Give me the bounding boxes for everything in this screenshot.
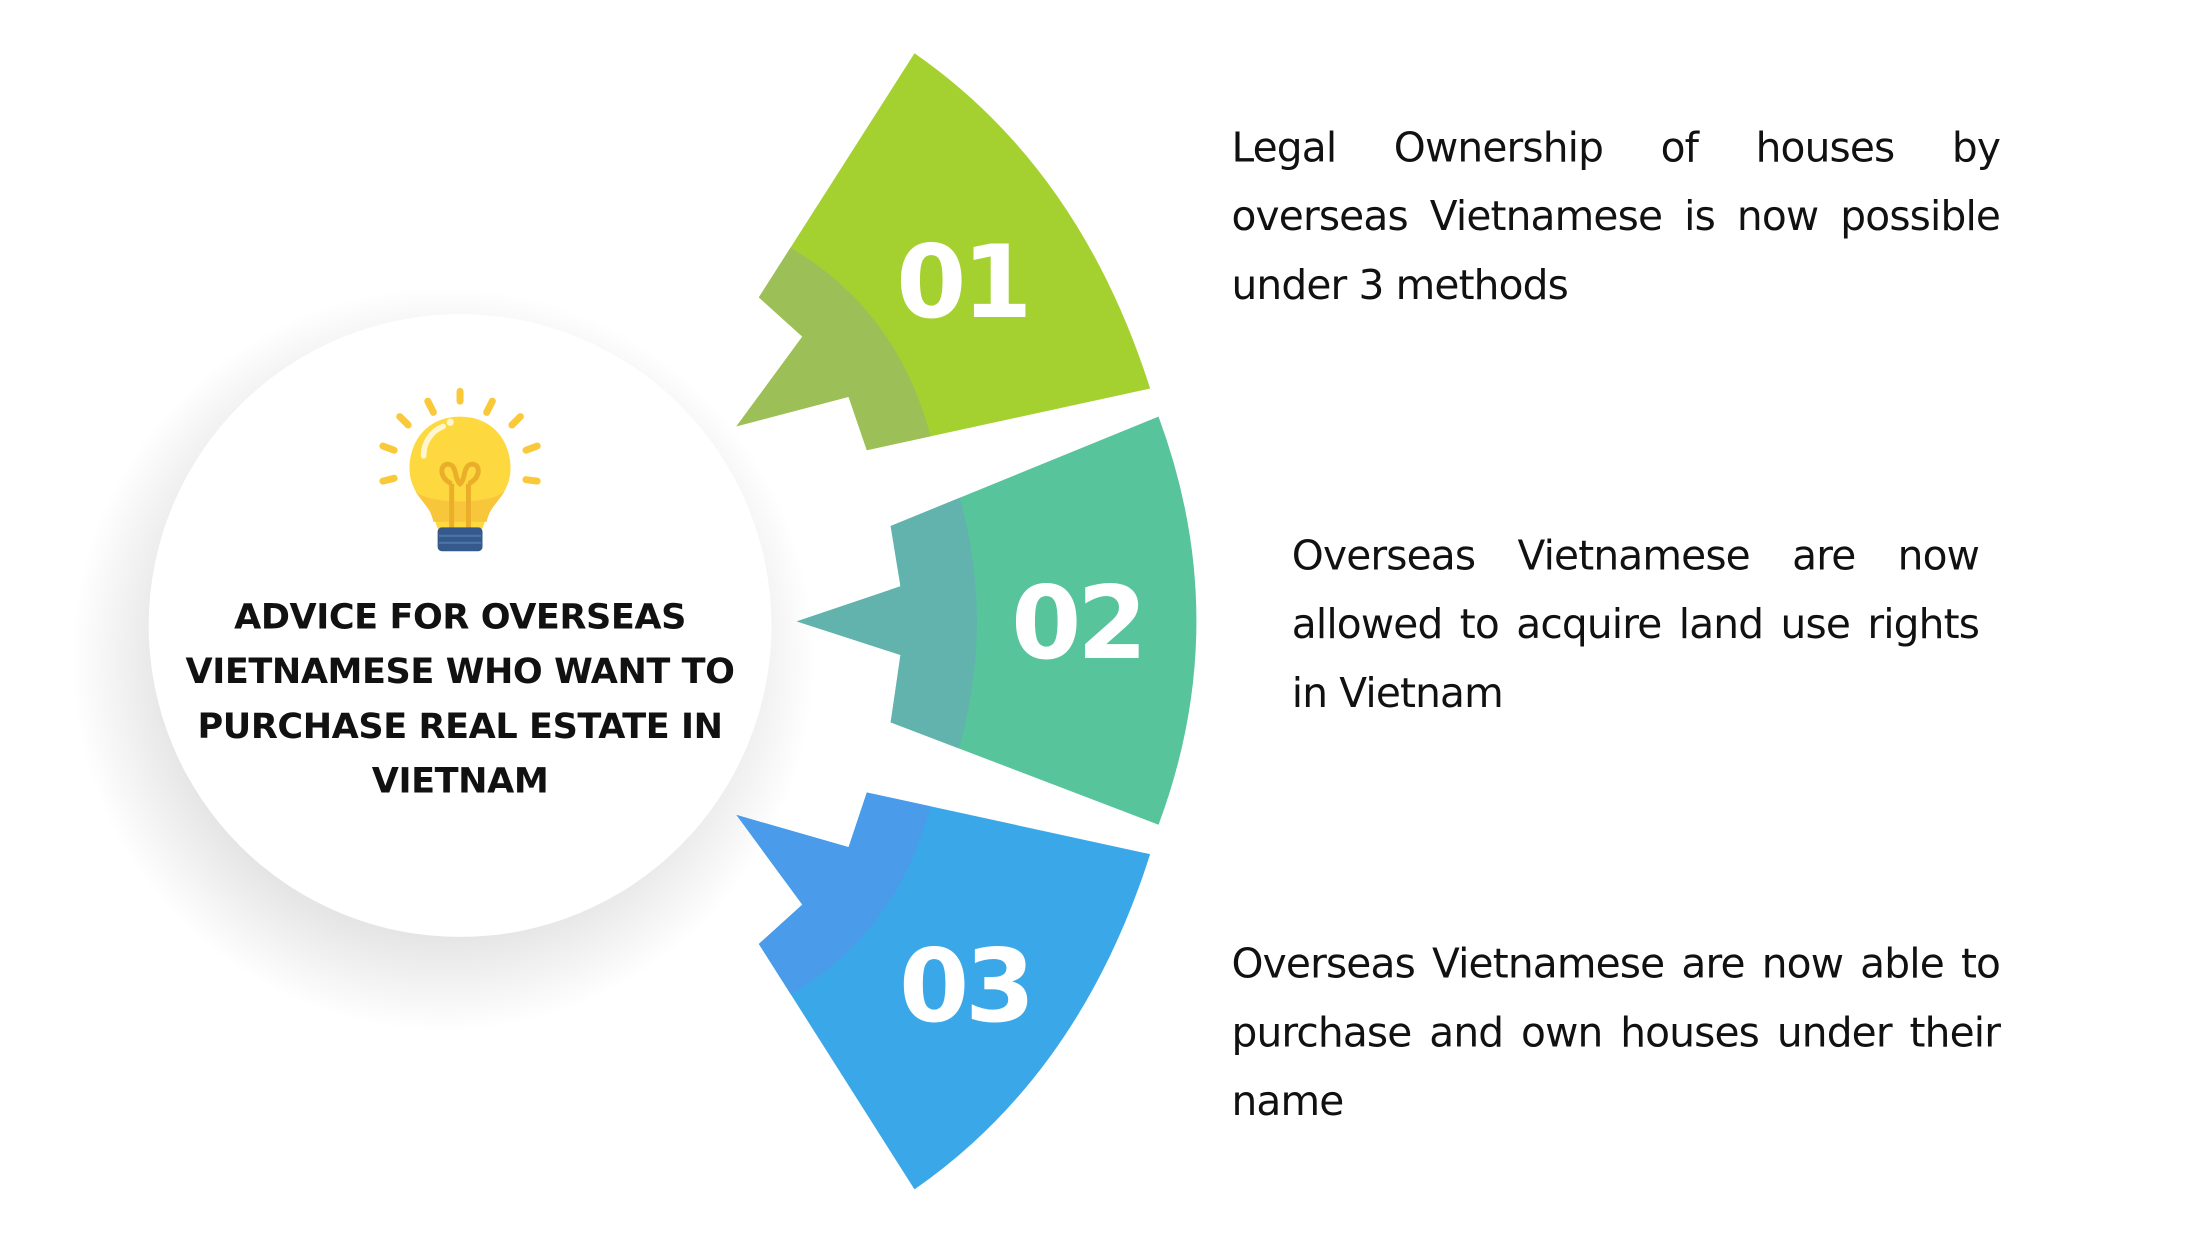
step-03-segment: 03	[736, 792, 1151, 1190]
lightbulb-icon	[379, 387, 541, 552]
step-01-segment: 01	[736, 53, 1151, 451]
step-02-description: Overseas Vietnamese are now allowed to a…	[1291, 531, 1980, 717]
step-01-description: Legal Ownership of houses by overseas Vi…	[1231, 123, 2001, 309]
step-01-number: 01	[896, 223, 1028, 341]
infographic-title: ADVICE FOR OVERSEAS VIETNAMESE WHO WANT …	[185, 596, 735, 801]
step-02-number: 02	[1011, 564, 1143, 682]
step-03-number: 03	[899, 927, 1031, 1045]
step-02-segment: 02	[796, 416, 1197, 825]
step-03-description: Overseas Vietnamese are now able to purc…	[1231, 939, 2001, 1125]
title-circle	[148, 314, 772, 937]
